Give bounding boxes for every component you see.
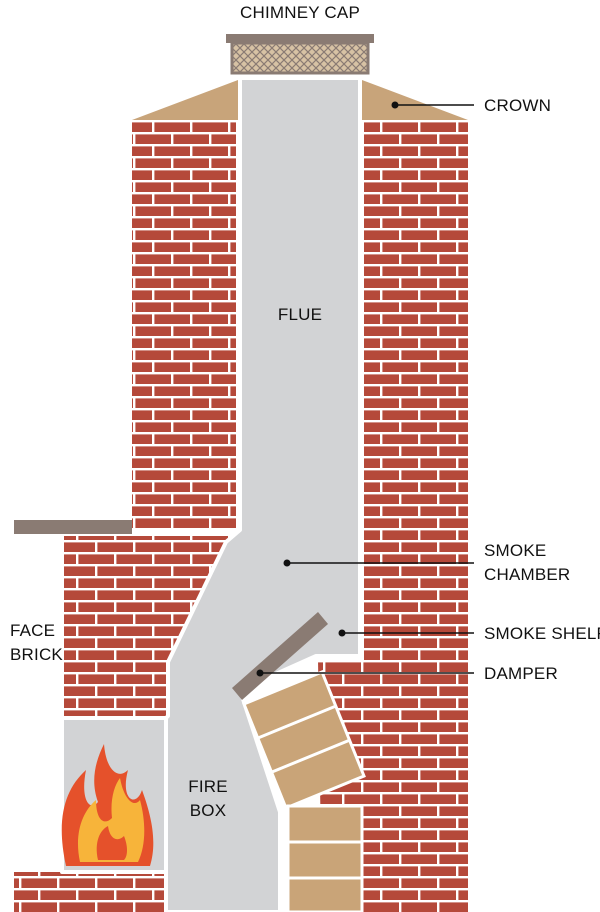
fire-box-label-line2: BOX [190,801,227,820]
face-brick-label-line1: FACE [10,621,55,640]
left-brick-stack [132,120,236,530]
chimney-cap [226,34,374,75]
smoke-chamber-label-line1: SMOKE [484,541,546,560]
flue-interior [60,76,362,912]
fire-flames [61,744,154,866]
crown-dot [391,101,399,109]
flue-label: FLUE [278,305,322,324]
face-brick-label-line2: BRICK [10,645,63,664]
flue-shape [60,76,362,912]
labels: CHIMNEY CAP CROWN FLUE SMOKE CHAMBER SMO… [10,3,600,820]
crown-left [132,80,238,120]
face-brick-block [64,536,236,716]
smoke-shelf-label: SMOKE SHELF [484,624,600,643]
leader-dots [256,101,399,677]
smoke-shelf-plate [232,612,328,700]
firebrick-lining [242,670,366,912]
brick-chimney [14,120,468,912]
chimney-cap-label: CHIMNEY CAP [240,3,360,22]
smoke-chamber-label-line2: CHAMBER [484,565,570,584]
right-brick-stack [364,120,468,912]
flame-inner [77,778,145,862]
smoke-shelf-dot [338,629,346,637]
flame-core [96,826,127,860]
damper-dot [256,669,264,677]
mantel-shelf [14,520,132,534]
damper-label: DAMPER [484,664,558,683]
leader-lines [260,104,474,674]
smoke-chamber-dot [283,559,291,567]
firebrick-lower [286,804,364,912]
hearth-bricks [14,872,166,912]
fire-box-label-line1: FIRE [188,777,228,796]
crown-label: CROWN [484,96,551,115]
crown-right [362,80,468,120]
